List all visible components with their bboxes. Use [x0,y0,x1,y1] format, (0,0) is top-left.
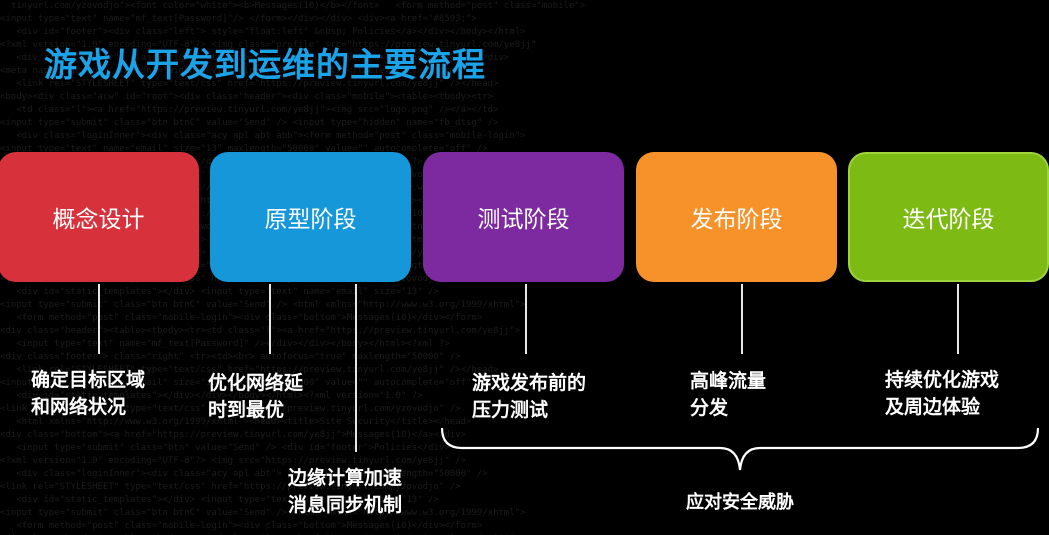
description-release: 高峰流量 分发 [690,370,767,419]
description-concept: 确定目标区域 和网络状况 [31,369,146,418]
description-prototype-latency: 优化网络延 时到最优 [208,372,304,421]
page-title: 游戏从开发到运维的主要流程 [44,45,486,84]
connector-line [525,284,527,354]
stage-testing: 测试阶段 [423,152,624,282]
description-iteration: 持续优化游戏 及周边体验 [885,369,1000,418]
connector-line [355,284,357,452]
connector-line [957,284,959,354]
connector-line [741,284,743,354]
stage-prototype: 原型阶段 [210,152,411,282]
stage-release: 发布阶段 [636,152,837,282]
description-testing: 游戏发布前的 压力测试 [472,372,587,421]
connector-line [98,284,100,354]
stage-iteration: 迭代阶段 [848,152,1049,282]
connector-line [269,284,271,354]
description-prototype-edge: 边缘计算加速 消息同步机制 [288,467,403,516]
stage-concept-design: 概念设计 [0,152,199,282]
security-bracket [440,427,1040,471]
bracket-label: 应对安全威胁 [686,492,794,513]
